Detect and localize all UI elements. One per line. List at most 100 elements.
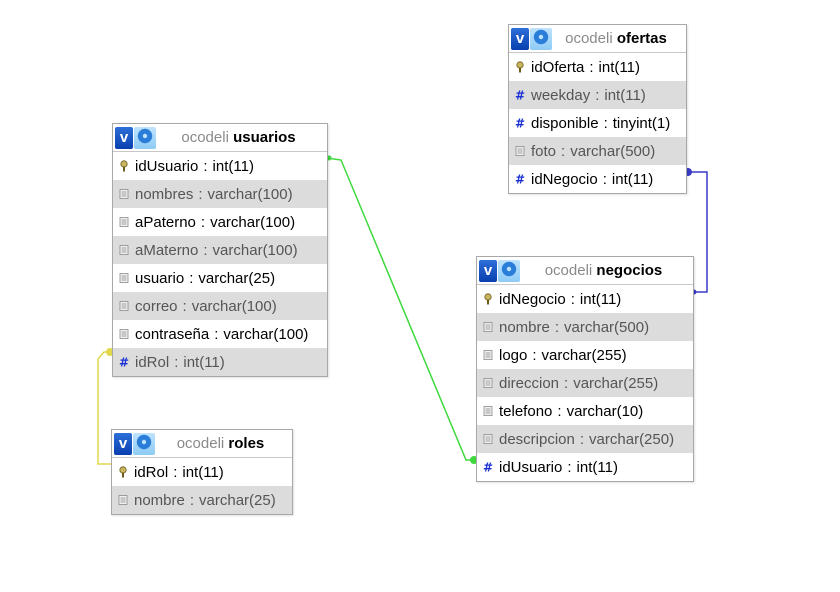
text-column-icon [483, 349, 493, 361]
key-icon [483, 293, 493, 305]
column-type: varchar(10) [566, 402, 644, 420]
column-type: varchar(100) [223, 325, 309, 343]
column-row-apaterno[interactable]: aPaterno:varchar(100) [113, 208, 327, 236]
text-column-icon [119, 300, 129, 312]
column-row-contrase-a[interactable]: contraseña:varchar(100) [113, 320, 327, 348]
column-type: varchar(100) [212, 241, 298, 259]
table-title: ocodeli negocios [520, 262, 693, 279]
database-name: ocodeli [544, 262, 593, 279]
database-name: ocodeli [176, 435, 225, 452]
svg-text:#: # [119, 356, 129, 368]
column-list: idRol:int(11)nombre:varchar(25) [112, 458, 292, 514]
text-column-icon [119, 216, 129, 228]
separator: : [173, 463, 178, 481]
column-row-amaterno[interactable]: aMaterno:varchar(100) [113, 236, 327, 264]
table-header: v ocodeli roles [112, 430, 292, 458]
column-type: int(11) [598, 58, 640, 76]
toggle-columns-button[interactable]: v [511, 27, 529, 50]
table-ofertas[interactable]: v ocodeli ofertas idOferta:int(11)#weekd… [508, 24, 687, 194]
text-column-icon [119, 188, 129, 200]
column-name: nombre [134, 491, 185, 509]
toggle-columns-button[interactable]: v [479, 259, 497, 282]
column-type: int(11) [182, 463, 224, 481]
column-row-weekday[interactable]: #weekday:int(11) [509, 81, 686, 109]
separator: : [567, 458, 572, 476]
table-header: v ocodeli negocios [477, 257, 693, 285]
column-row-idrol[interactable]: #idRol:int(11) [113, 348, 327, 376]
column-type: varchar(255) [541, 346, 627, 364]
text-column-icon [483, 433, 493, 445]
table-negocios[interactable]: v ocodeli negocios idNegocio:int(11)nomb… [476, 256, 694, 482]
database-name: ocodeli [565, 30, 613, 47]
numeric-column-icon: # [119, 356, 129, 368]
column-row-nombre[interactable]: nombre:varchar(25) [112, 486, 292, 514]
table-options-button[interactable] [133, 432, 155, 455]
separator: : [561, 142, 566, 160]
column-row-foto[interactable]: foto:varchar(500) [509, 137, 686, 165]
column-row-descripcion[interactable]: descripcion:varchar(250) [477, 425, 693, 453]
separator: : [189, 269, 194, 287]
gear-icon [136, 434, 152, 454]
column-type: tinyint(1) [612, 114, 671, 132]
column-row-idnegocio[interactable]: #idNegocio:int(11) [509, 165, 686, 193]
column-name: idUsuario [499, 458, 563, 476]
column-type: int(11) [579, 290, 622, 308]
column-type: varchar(100) [210, 213, 296, 231]
column-row-correo[interactable]: correo:varchar(100) [113, 292, 327, 320]
toggle-columns-button[interactable]: v [115, 126, 133, 149]
table-options-button[interactable] [134, 126, 156, 149]
separator: : [602, 170, 607, 188]
svg-text:#: # [515, 117, 525, 129]
column-name: idRol [134, 463, 169, 481]
column-type: int(11) [183, 353, 225, 371]
separator: : [200, 213, 206, 231]
column-row-logo[interactable]: logo:varchar(255) [477, 341, 693, 369]
table-roles[interactable]: v ocodeli roles idRol:int(11)nombre:varc… [111, 429, 293, 515]
column-row-idusuario[interactable]: idUsuario:int(11) [113, 152, 327, 180]
table-title: ocodeli usuarios [156, 129, 327, 146]
text-column-icon [119, 328, 129, 340]
column-type: varchar(500) [564, 318, 650, 336]
text-column-icon [119, 272, 129, 284]
column-row-idrol[interactable]: idRol:int(11) [112, 458, 292, 486]
toggle-columns-icon: v [483, 262, 493, 279]
column-row-usuario[interactable]: usuario:varchar(25) [113, 264, 327, 292]
column-row-nombre[interactable]: nombre:varchar(500) [477, 313, 693, 341]
column-row-idnegocio[interactable]: idNegocio:int(11) [477, 285, 693, 313]
column-name: logo [499, 346, 528, 364]
column-name: aPaterno [135, 213, 196, 231]
column-row-disponible[interactable]: #disponible:tinyint(1) [509, 109, 686, 137]
table-usuarios[interactable]: v ocodeli usuarios idUsuario:int(11)nomb… [112, 123, 328, 377]
column-row-telefono[interactable]: telefono:varchar(10) [477, 397, 693, 425]
column-row-nombres[interactable]: nombres:varchar(100) [113, 180, 327, 208]
column-name: direccion [499, 374, 560, 392]
table-header: v ocodeli usuarios [113, 124, 327, 152]
separator: : [589, 58, 594, 76]
column-type: int(11) [212, 157, 254, 175]
text-column-icon [483, 405, 493, 417]
column-name: idRol [135, 353, 170, 371]
separator: : [554, 318, 560, 336]
text-column-icon [515, 145, 525, 157]
svg-text:#: # [515, 173, 525, 185]
column-name: aMaterno [135, 241, 199, 259]
column-list: idNegocio:int(11)nombre:varchar(500)logo… [477, 285, 693, 481]
column-row-direccion[interactable]: direccion:varchar(255) [477, 369, 693, 397]
table-options-button[interactable] [530, 27, 552, 50]
separator: : [570, 290, 575, 308]
column-name: foto [531, 142, 557, 160]
column-list: idOferta:int(11)#weekday:int(11)#disponi… [509, 53, 686, 193]
relation-line-usuario-negocio [326, 157, 476, 461]
column-name: idNegocio [499, 290, 566, 308]
column-row-idusuario[interactable]: #idUsuario:int(11) [477, 453, 693, 481]
separator: : [532, 346, 537, 364]
column-type: int(11) [604, 86, 646, 104]
table-options-button[interactable] [498, 259, 520, 282]
numeric-column-icon: # [515, 117, 525, 129]
column-type: varchar(500) [570, 142, 656, 160]
separator: : [564, 374, 569, 392]
column-row-idoferta[interactable]: idOferta:int(11) [509, 53, 686, 81]
separator: : [189, 491, 195, 509]
toggle-columns-button[interactable]: v [114, 432, 132, 455]
separator: : [182, 297, 187, 315]
